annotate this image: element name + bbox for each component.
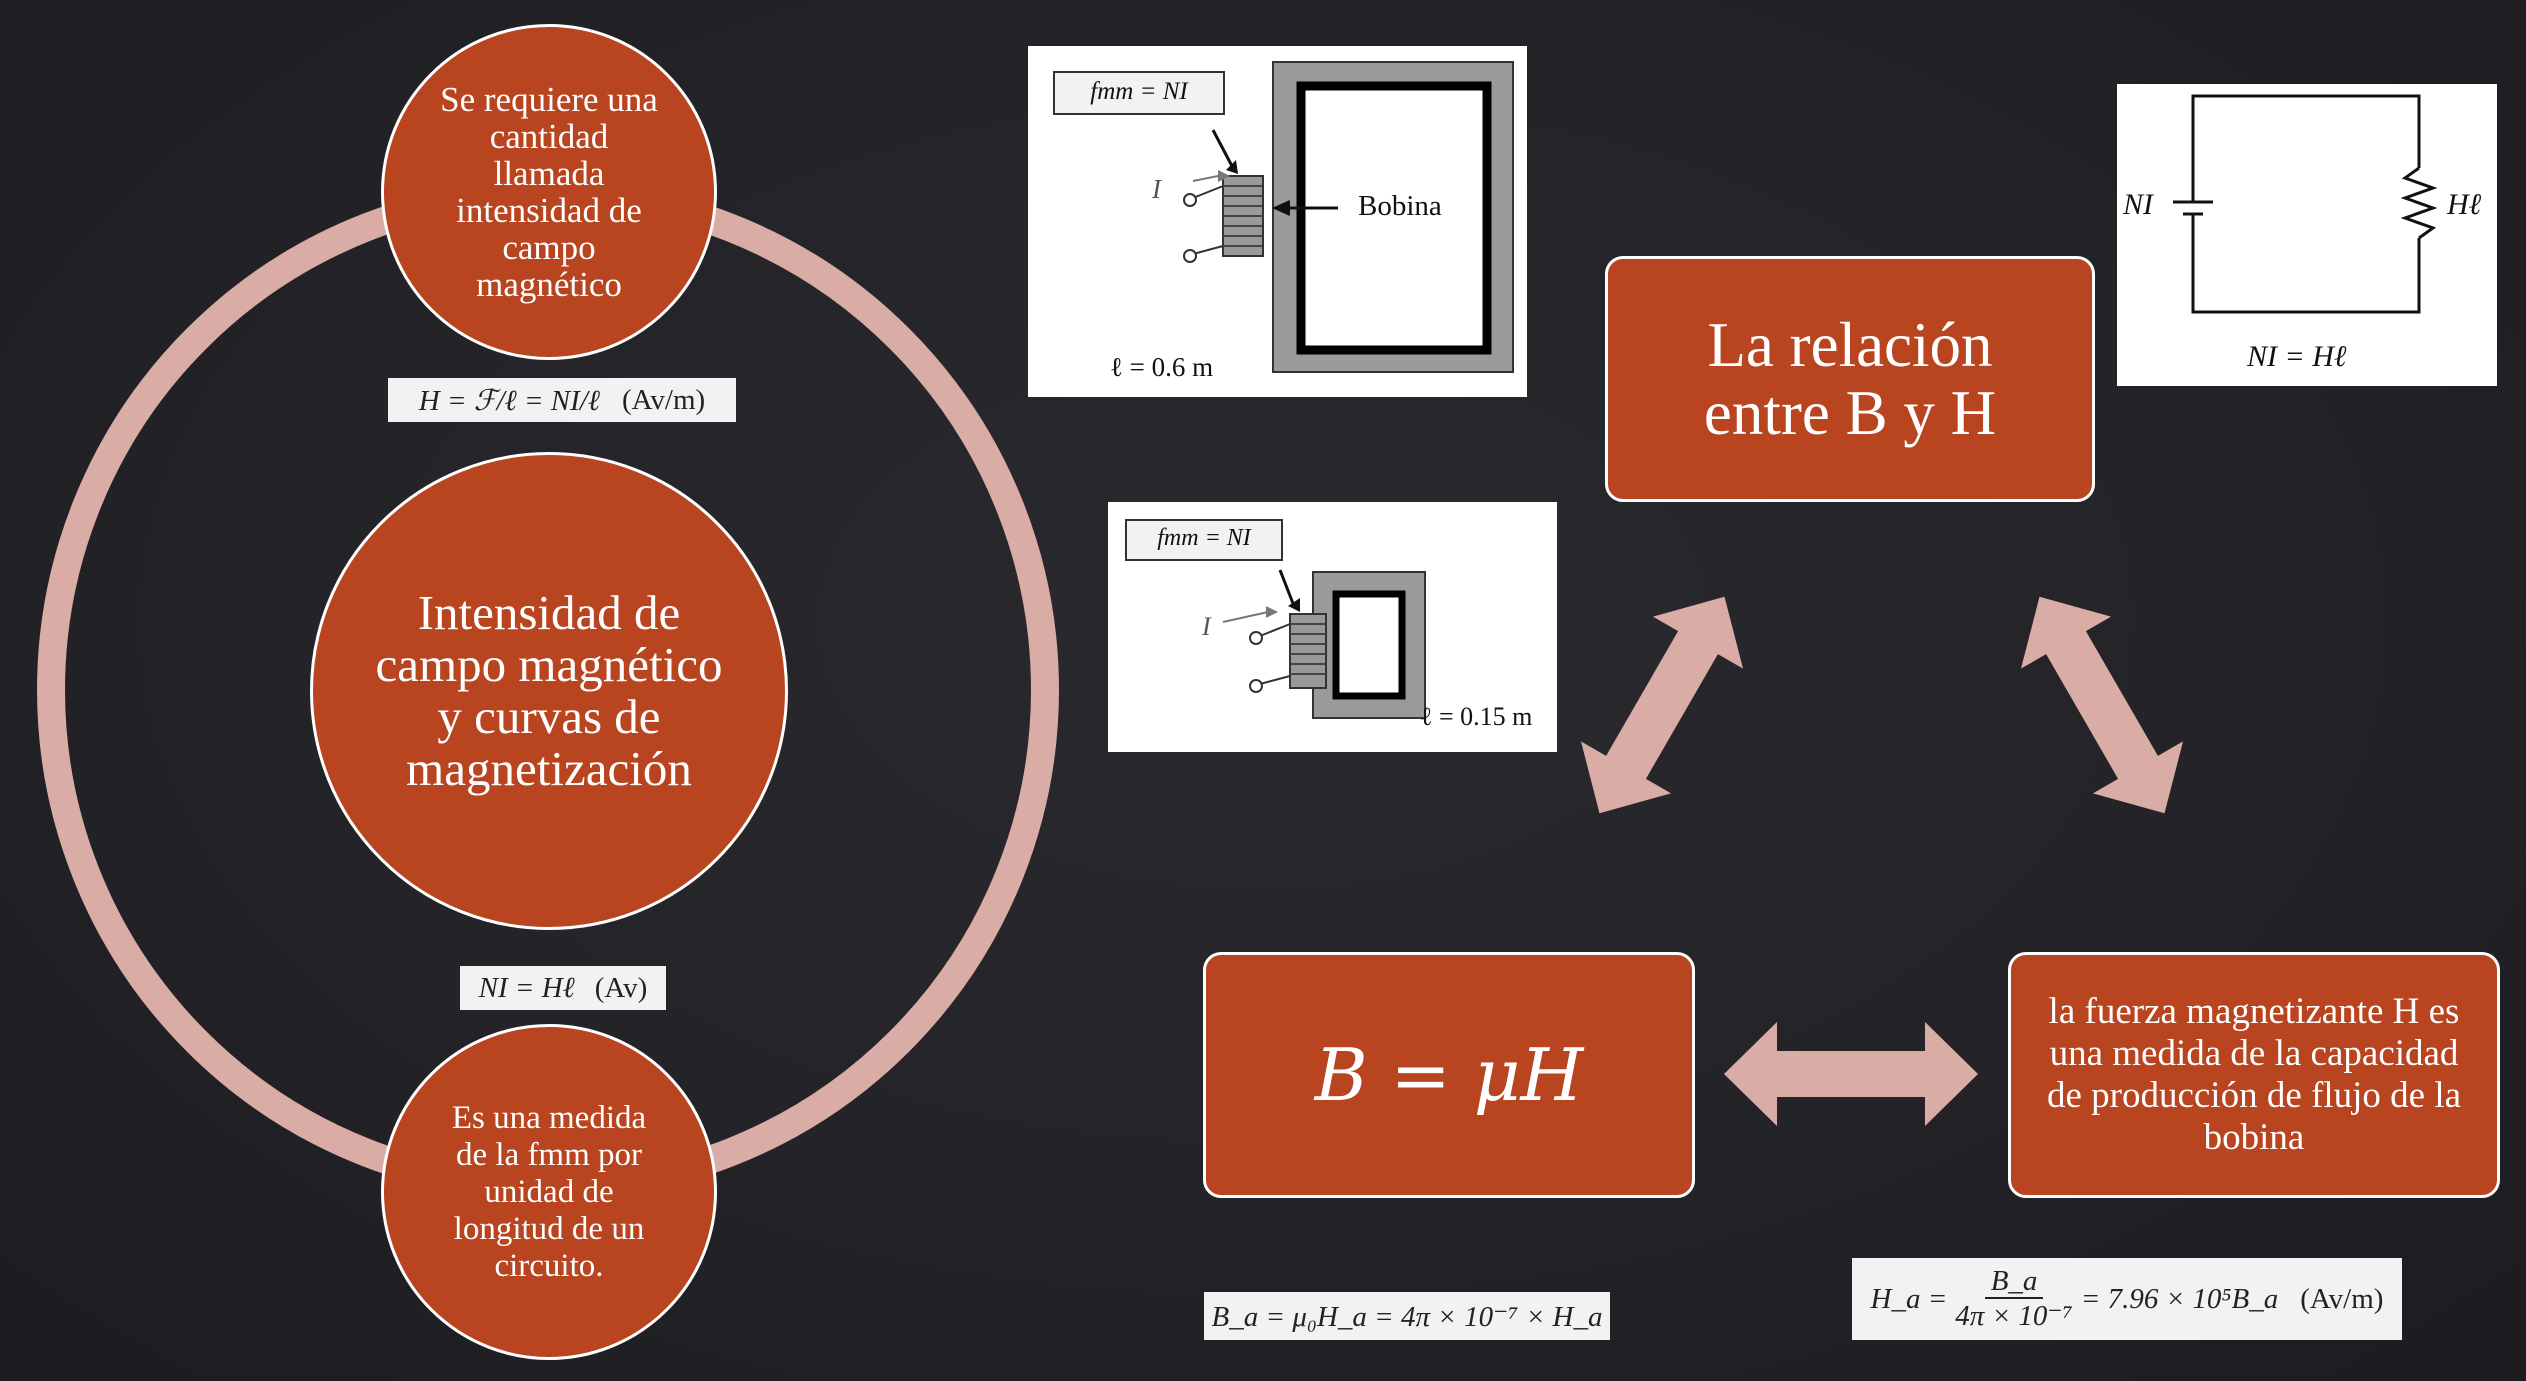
formula-ha-denominator: 4π × 10⁻⁷ [1955, 1300, 2073, 1332]
relation-box: La relación entre B y H [1605, 256, 2095, 502]
circuit-diagram [2173, 94, 2438, 314]
bottom-node: Es una medida de la fmm por unidad de lo… [381, 1024, 717, 1360]
core-diagram-small [1125, 519, 1426, 719]
circuit-equation: NI = Hℓ [2247, 340, 2347, 373]
formula-ha: H_a = B_a 4π × 10⁻⁷ = 7.96 × 10⁵B_a (Av/… [1852, 1258, 2402, 1340]
current-label-large: I [1152, 174, 1161, 204]
coil-winding-small [1289, 613, 1327, 689]
relation-box-text: La relación entre B y H [1703, 310, 1997, 448]
formula-ha-numerator: B_a [1984, 1265, 2044, 1299]
formula-ha-fraction: B_a 4π × 10⁻⁷ [1955, 1265, 2073, 1333]
resistor-label: Hℓ [2447, 188, 2482, 221]
center-node-text: Intensidad de campo magnético y curvas d… [375, 585, 723, 796]
center-node: Intensidad de campo magnético y curvas d… [310, 452, 788, 930]
source-label: NI [2123, 188, 2153, 221]
length-label-small: ℓ = 0.15 m [1420, 702, 1533, 731]
formula-ni-expr: NI = Hℓ [478, 971, 575, 1004]
formula-ba-expr: B_a = μ₀H_a = 4π × 10⁻⁷ × H_a [1211, 1300, 1603, 1333]
formula-ni-unit: (Av) [594, 971, 648, 1004]
top-node-text: Se requiere una cantidad llamada intensi… [440, 80, 658, 304]
magnetizing-force-text: la fuerza magnetizante H es una medida d… [2046, 991, 2462, 1158]
coil-label: Bobina [1358, 190, 1442, 222]
arrow-right-diagonal [2020, 596, 2184, 814]
fmm-label-large: fmm = NI [1090, 78, 1188, 105]
arrow-horizontal [1724, 1022, 1978, 1126]
formula-ha-lhs: H_a = [1870, 1282, 1948, 1315]
resistor-symbol [2400, 166, 2438, 240]
arrow-left-diagonal [1580, 596, 1744, 814]
current-label-small: I [1202, 612, 1211, 641]
core-figure-large: fmm = NI I Bobina ℓ = 0.6 m [1028, 46, 1527, 397]
length-label-large: ℓ = 0.6 m [1110, 352, 1214, 382]
formula-h: H = ℱ/ℓ = NI/ℓ (Av/m) [388, 378, 736, 422]
formula-ni: NI = Hℓ (Av) [460, 966, 666, 1010]
fmm-label-small: fmm = NI [1157, 525, 1251, 551]
core-diagram-large [1053, 61, 1514, 373]
top-node: Se requiere una cantidad llamada intensi… [381, 24, 717, 360]
formula-h-unit: (Av/m) [621, 383, 706, 416]
formula-h-expr: H = ℱ/ℓ = NI/ℓ [418, 384, 600, 417]
magnetizing-force-box: la fuerza magnetizante H es una medida d… [2008, 952, 2500, 1198]
b-mu-h-text: B = μH [1314, 1033, 1584, 1117]
circuit-figure: NI Hℓ NI = Hℓ [2117, 84, 2497, 386]
bottom-node-text: Es una medida de la fmm por unidad de lo… [451, 1099, 647, 1284]
core-figure-small: fmm = NI I ℓ = 0.15 m [1108, 502, 1557, 752]
formula-ha-rhs: = 7.96 × 10⁵B_a [2080, 1282, 2279, 1315]
formula-ba: B_a = μ₀H_a = 4π × 10⁻⁷ × H_a [1204, 1292, 1610, 1340]
formula-ha-unit: (Av/m) [2300, 1282, 2384, 1315]
b-mu-h-box: B = μH [1203, 952, 1695, 1198]
